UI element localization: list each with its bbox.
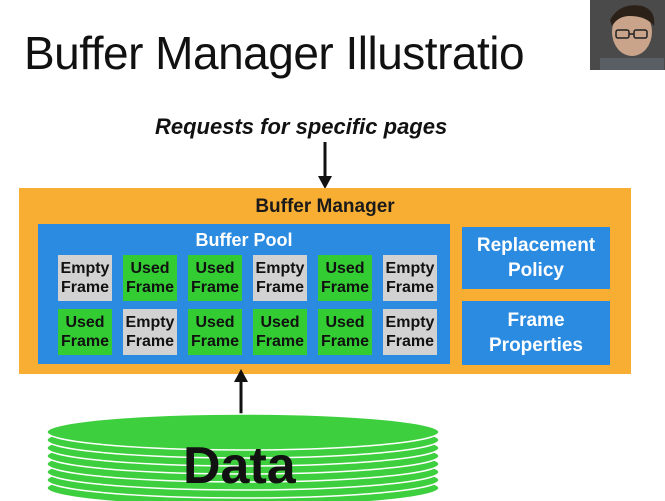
presenter-video-icon xyxy=(590,0,665,70)
frame-status: Used xyxy=(65,314,105,331)
frame-status: Used xyxy=(325,260,365,277)
frame-word: Frame xyxy=(60,333,110,350)
arrow-up-icon xyxy=(234,369,248,418)
frame-properties-line2: Properties xyxy=(489,335,583,356)
arrow-down-icon xyxy=(318,142,332,189)
frame-word: Frame xyxy=(190,279,240,296)
frame-word: Frame xyxy=(385,333,435,350)
disk-stack-icon xyxy=(46,413,440,501)
frame-word: Frame xyxy=(60,279,110,296)
frame-status: Used xyxy=(130,260,170,277)
frame-status: Empty xyxy=(385,260,435,277)
frame-status: Used xyxy=(195,260,235,277)
slide-title: Buffer Manager Illustratio xyxy=(24,27,525,79)
requests-label: Requests for specific pages xyxy=(155,114,448,139)
frame-word: Frame xyxy=(255,279,305,296)
buffer-pool-label: Buffer Pool xyxy=(195,230,293,250)
disk-platter xyxy=(46,413,440,451)
frame-status: Empty xyxy=(385,314,435,331)
frame-word: Frame xyxy=(320,333,370,350)
frame-status: Used xyxy=(325,314,365,331)
frame-word: Frame xyxy=(385,279,435,296)
replacement-policy-line1: Replacement xyxy=(476,235,596,256)
frame-status: Empty xyxy=(255,260,305,277)
replacement-policy-line2: Policy xyxy=(508,260,564,281)
frame-word: Frame xyxy=(125,279,175,296)
frame-status: Empty xyxy=(125,314,175,331)
frame-status: Used xyxy=(260,314,300,331)
frame-word: Frame xyxy=(125,333,175,350)
frame-word: Frame xyxy=(255,333,305,350)
replacement-policy-box: Replacement Policy xyxy=(462,227,610,289)
data-label: Data xyxy=(183,437,296,495)
buffer-manager-label: Buffer Manager xyxy=(255,196,395,217)
frame-word: Frame xyxy=(320,279,370,296)
frame-status: Used xyxy=(195,314,235,331)
frame-word: Frame xyxy=(190,333,240,350)
frame-properties-line1: Frame xyxy=(507,310,565,331)
frame-properties-box: Frame Properties xyxy=(462,301,610,365)
webcam-overlay xyxy=(590,0,665,70)
frame-status: Empty xyxy=(60,260,110,277)
